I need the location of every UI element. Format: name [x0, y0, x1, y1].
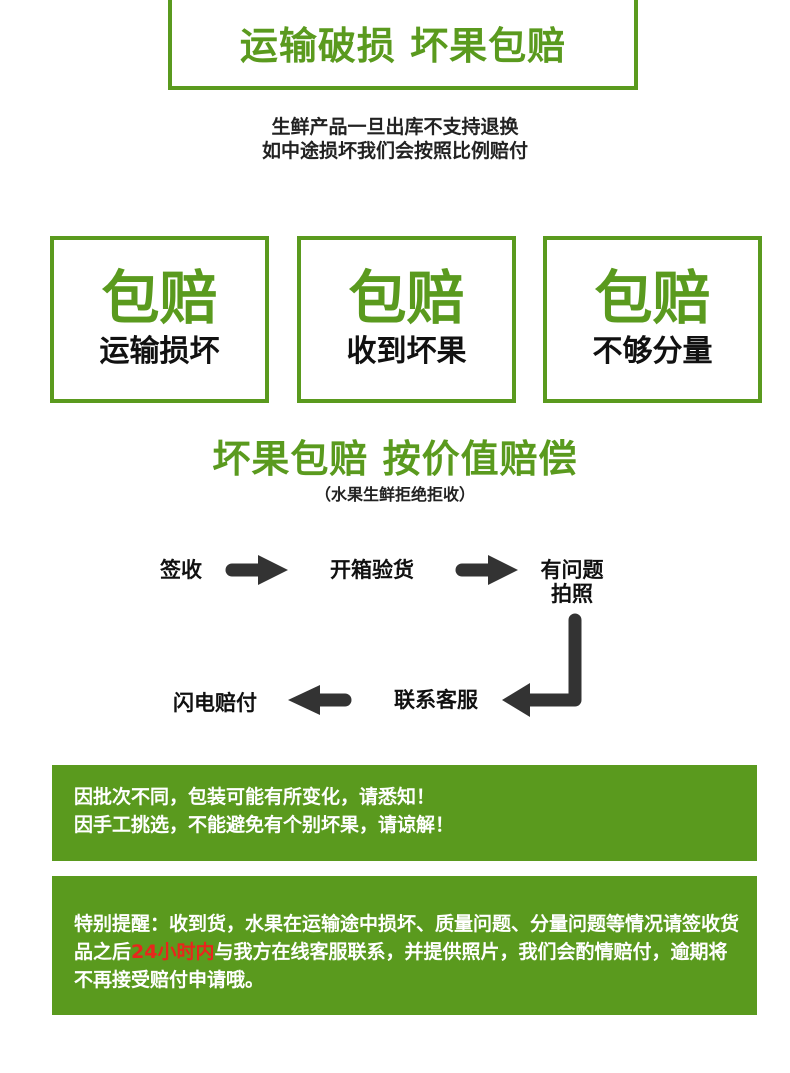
arrow-elbow-icon: [519, 613, 582, 707]
card-small-text: 收到坏果: [346, 334, 467, 369]
tips-line-2: 因手工挑选，不能避免有个别坏果，请谅解！: [74, 814, 455, 836]
card-small-text: 运输损坏: [99, 334, 220, 369]
flow-step-photo: 有问题 拍照: [520, 558, 624, 606]
card-big-text: 包赔: [348, 264, 465, 332]
tips-box: 因批次不同，包装可能有所变化，请悉知！ 因手工挑选，不能避免有个别坏果，请谅解！: [52, 765, 757, 861]
flow-step-contact: 联系客服: [394, 688, 478, 712]
card-short-weight: 包赔 不够分量: [543, 236, 762, 403]
flow-step-compensate: 闪电赔付: [173, 691, 257, 715]
header-title: 运输破损 坏果包赔: [239, 23, 567, 68]
card-big-text: 包赔: [594, 264, 711, 332]
section-title: 坏果包赔 按价值赔偿: [212, 437, 578, 481]
flow-step-inspect: 开箱验货: [330, 558, 414, 582]
notice-text: 生鲜产品一旦出库不支持退换 如中途损坏我们会按照比例赔付: [0, 115, 790, 163]
flow-arrows: [225, 555, 582, 717]
arrowhead-icon: [288, 685, 320, 715]
reminder-text-2: 与我方在线客服联系，并提供照片，我们会酌情赔付，逾期将不再接受赔付申请哦。: [74, 941, 728, 991]
notice-line-1: 生鲜产品一旦出库不支持退换: [271, 116, 519, 138]
header-box: 运输破损 坏果包赔: [168, 0, 638, 90]
card-bad-fruit: 包赔 收到坏果: [297, 236, 516, 403]
tips-line-1: 因批次不同，包装可能有所变化，请悉知！: [74, 786, 436, 808]
reminder-highlight: 24小时内: [131, 941, 215, 963]
reminder-box: 特别提醒：收到货，水果在运输途中损坏、质量问题、分量问题等情况请签收货品之后24…: [52, 876, 757, 1015]
flow-step-photo-line-2: 拍照: [551, 582, 593, 606]
reminder-text-1: 特别提醒：收到货，水果在运输途中损坏、质量问题、分量问题等情况请签收货品之后: [74, 913, 740, 963]
arrowhead-icon: [258, 555, 288, 585]
card-transport-damage: 包赔 运输损坏: [50, 236, 269, 403]
notice-line-2: 如中途损坏我们会按照比例赔付: [261, 140, 528, 162]
flow-step-sign: 签收: [160, 558, 202, 582]
arrowhead-icon: [488, 555, 518, 585]
arrowhead-icon: [502, 683, 530, 717]
section-subtitle: （水果生鲜拒绝拒收）: [314, 485, 475, 504]
card-small-text: 不够分量: [592, 334, 713, 369]
card-big-text: 包赔: [101, 264, 218, 332]
flow-step-photo-line-1: 有问题: [540, 558, 604, 582]
